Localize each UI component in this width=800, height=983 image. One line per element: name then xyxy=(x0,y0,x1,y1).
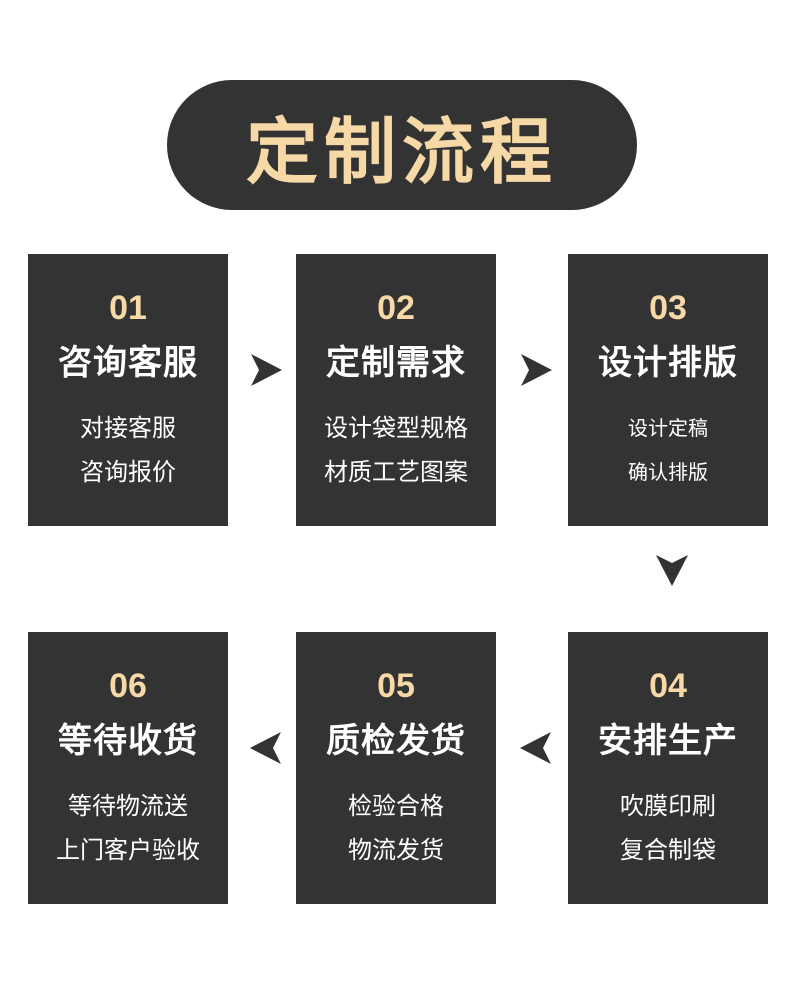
step-number: 05 xyxy=(377,667,415,705)
step-description-line: 确认排版 xyxy=(628,460,708,484)
step-card-03: 03 设计排版 设计定稿 确认排版 xyxy=(568,254,768,526)
step-card-05: 05 质检发货 检验合格 物流发货 xyxy=(296,632,496,904)
step-title: 等待收货 xyxy=(58,721,198,761)
step-title: 安排生产 xyxy=(598,721,738,761)
step-description: 设计定稿 确认排版 xyxy=(628,406,708,494)
step-number: 06 xyxy=(109,667,147,705)
step-description: 等待物流送 上门客户验收 xyxy=(56,784,200,872)
step-number: 03 xyxy=(649,289,687,327)
page-title: 定制流程 xyxy=(245,109,558,194)
step-title: 咨询客服 xyxy=(58,343,198,383)
step-description-line: 吹膜印刷 xyxy=(620,792,716,820)
arrow-right-icon xyxy=(521,354,552,386)
step-description-line: 上门客户验收 xyxy=(56,836,200,864)
step-number: 04 xyxy=(649,667,687,705)
step-card-02: 02 定制需求 设计袋型规格 材质工艺图案 xyxy=(296,254,496,526)
arrow-right-icon xyxy=(251,354,282,386)
arrow-left-icon xyxy=(250,732,281,764)
step-card-01: 01 咨询客服 对接客服 咨询报价 xyxy=(28,254,228,526)
arrow-down-icon xyxy=(656,555,688,586)
step-description: 对接客服 咨询报价 xyxy=(80,406,176,494)
step-description-line: 咨询报价 xyxy=(80,458,176,486)
step-description: 吹膜印刷 复合制袋 xyxy=(620,784,716,872)
step-description: 设计袋型规格 材质工艺图案 xyxy=(324,406,468,494)
step-number: 01 xyxy=(109,289,147,327)
step-card-04: 04 安排生产 吹膜印刷 复合制袋 xyxy=(568,632,768,904)
step-title: 定制需求 xyxy=(326,343,466,383)
arrow-left-icon xyxy=(520,732,551,764)
step-description-line: 复合制袋 xyxy=(620,836,716,864)
step-card-06: 06 等待收货 等待物流送 上门客户验收 xyxy=(28,632,228,904)
step-number: 02 xyxy=(377,289,415,327)
step-description-line: 材质工艺图案 xyxy=(324,458,468,486)
title-banner: 定制流程 xyxy=(167,80,637,210)
step-description-line: 检验合格 xyxy=(348,792,444,820)
step-description-line: 物流发货 xyxy=(348,836,444,864)
step-description-line: 等待物流送 xyxy=(68,792,188,820)
step-description-line: 设计定稿 xyxy=(628,416,708,440)
step-description-line: 设计袋型规格 xyxy=(324,414,468,442)
step-description: 检验合格 物流发货 xyxy=(348,784,444,872)
step-description-line: 对接客服 xyxy=(80,414,176,442)
step-title: 设计排版 xyxy=(598,343,738,383)
step-title: 质检发货 xyxy=(326,721,466,761)
